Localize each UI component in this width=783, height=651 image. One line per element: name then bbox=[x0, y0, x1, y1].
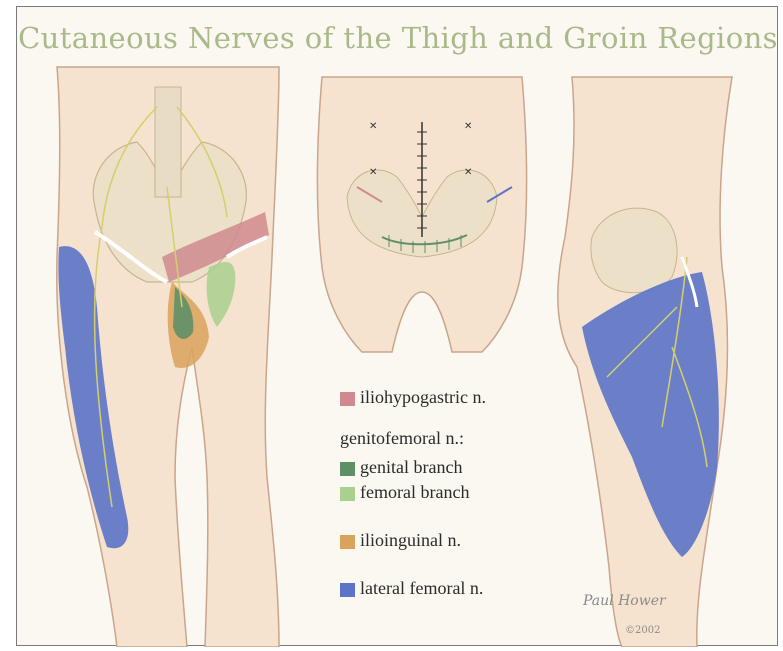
figure-frame: ✕ ✕ ✕ ✕ Cutaneous Nerves of the Thigh an… bbox=[16, 6, 778, 646]
anterior-spine bbox=[155, 87, 181, 197]
legend-label-ilioinguinal: ilioinguinal n. bbox=[360, 530, 461, 551]
signature-year: ©2002 bbox=[625, 625, 660, 636]
incision-sites-figure: ✕ ✕ ✕ ✕ bbox=[317, 77, 526, 352]
legend-label-genital-branch: genital branch bbox=[360, 457, 462, 478]
port-mark-1: ✕ bbox=[369, 121, 377, 132]
figure-title: Cutaneous Nerves of the Thigh and Groin … bbox=[17, 21, 779, 55]
legend-swatch-ilioinguinal bbox=[340, 535, 355, 549]
legend-label-iliohypogastric: iliohypogastric n. bbox=[360, 387, 486, 408]
port-mark-4: ✕ bbox=[464, 167, 472, 178]
port-mark-2: ✕ bbox=[464, 121, 472, 132]
legend-swatch-lateral-femoral bbox=[340, 583, 355, 597]
legend-swatch-genital-branch bbox=[340, 462, 355, 476]
legend-label-lateral-femoral: lateral femoral n. bbox=[360, 578, 483, 599]
anatomical-illustration: ✕ ✕ ✕ ✕ bbox=[17, 7, 779, 647]
lateral-pelvis-bone bbox=[591, 208, 677, 293]
artist-signature: Paul Hower bbox=[583, 593, 666, 609]
port-mark-3: ✕ bbox=[369, 167, 377, 178]
legend-swatch-iliohypogastric bbox=[340, 392, 355, 406]
lateral-view-figure bbox=[558, 77, 732, 647]
legend-swatch-femoral-branch bbox=[340, 487, 355, 501]
legend-label-genitofemoral: genitofemoral n.: bbox=[340, 428, 464, 449]
anterior-view-figure bbox=[57, 67, 279, 647]
legend-label-femoral-branch: femoral branch bbox=[360, 482, 469, 503]
